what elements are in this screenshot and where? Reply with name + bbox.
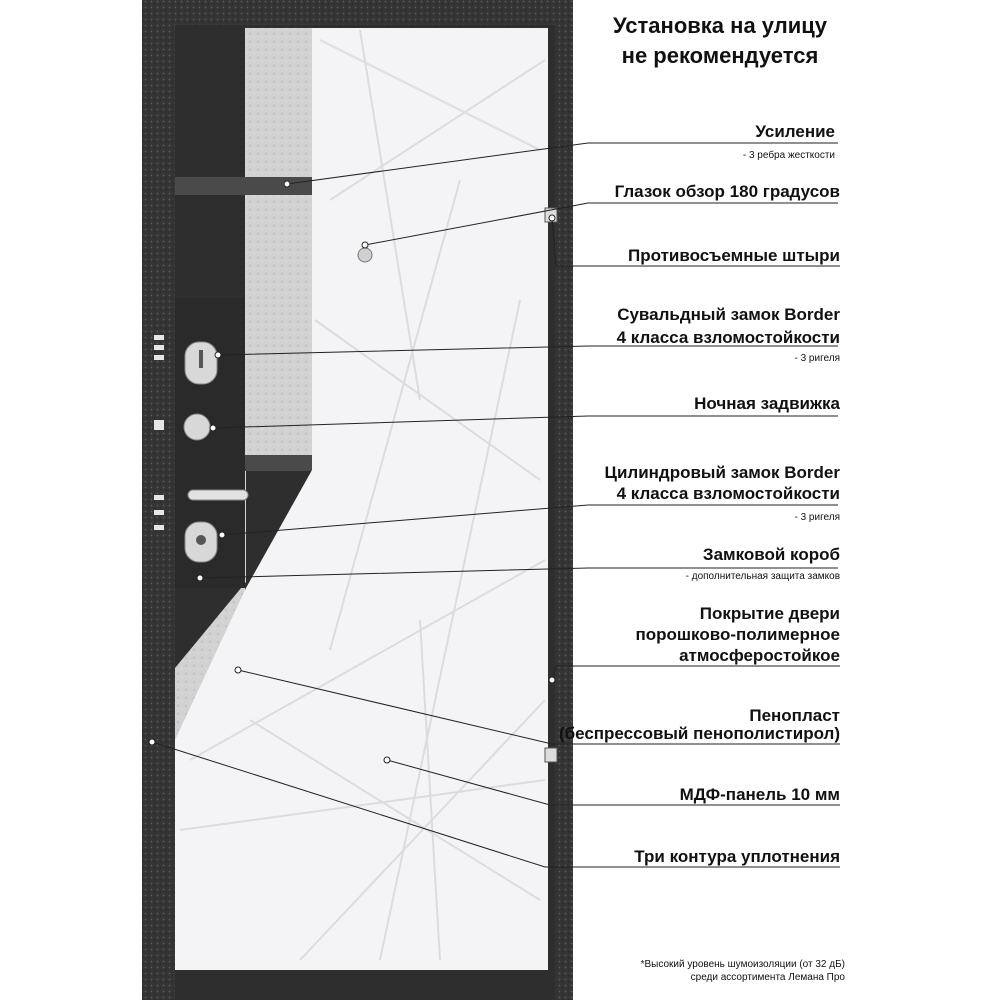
callout-mdf-title: МДФ-панель 10 мм xyxy=(679,785,840,804)
reinforcement-rib xyxy=(175,177,313,195)
leader-dot xyxy=(548,214,556,222)
leader-line xyxy=(221,504,838,536)
leader-dot xyxy=(196,574,204,582)
peephole xyxy=(357,247,373,263)
callout-cylinder-lock-title-1: Цилиндровый замок Border xyxy=(604,463,840,482)
callout-night-latch-title: Ночная задвижка xyxy=(694,394,840,413)
leader-lines xyxy=(148,142,840,868)
leader-dot xyxy=(234,666,242,674)
lever-lock-keyhole xyxy=(199,350,203,368)
leader-dot xyxy=(148,738,156,746)
callout-foam-title-1: Пенопласт xyxy=(749,706,840,725)
leader-line xyxy=(151,741,840,868)
leader-line xyxy=(551,217,840,267)
footnote-line-2: среди ассортимента Лемана Про xyxy=(690,972,845,983)
night-latch-knob xyxy=(183,413,211,441)
callout-seals-title: Три контура уплотнения xyxy=(634,847,840,866)
callout-pins-title: Противосъемные штыри xyxy=(628,246,840,265)
anti-removal-pin xyxy=(544,747,558,763)
callout-coating-title-3: атмосферостойкое xyxy=(679,646,840,665)
callout-reinforcement-sub: - 3 ребра жесткости xyxy=(742,150,835,161)
leader-dot xyxy=(383,756,391,764)
mdf-panel xyxy=(175,28,548,970)
leader-dot xyxy=(548,676,556,684)
callout-lever-lock-title-2: 4 класса взломостойкости xyxy=(616,328,840,347)
callout-lever-lock-sub: - 3 ригеля xyxy=(794,353,840,364)
callout-coating-title-1: Покрытие двери xyxy=(699,604,840,623)
lock-bolts xyxy=(154,335,164,530)
cylinder-keyhole xyxy=(196,535,206,545)
leader-line xyxy=(212,415,838,429)
door-handle xyxy=(187,489,249,501)
callout-cylinder-lock-sub: - 3 ригеля xyxy=(794,512,840,523)
header-line-1: Установка на улицу xyxy=(613,13,827,38)
callout-reinforcement-title: Усиление xyxy=(755,122,835,141)
leader-line xyxy=(199,567,838,579)
leader-line xyxy=(286,142,838,185)
callout-lever-lock-title-1: Сувальдный замок Border xyxy=(617,305,840,324)
leader-line xyxy=(364,202,838,246)
leader-line xyxy=(386,759,840,806)
callout-lock-box-sub: - дополнительная защита замков xyxy=(685,571,840,582)
callout-peephole-title: Глазок обзор 180 градусов xyxy=(614,182,840,201)
callout-lock-box-title: Замковой короб xyxy=(702,545,840,564)
leader-line xyxy=(237,669,840,745)
leader-dot xyxy=(214,351,222,359)
panel-decor-lines xyxy=(179,29,546,961)
leader-line xyxy=(551,665,840,681)
callout-coating-title-2: порошково-полимерное xyxy=(635,625,840,644)
leader-dot xyxy=(218,531,226,539)
callout-cylinder-lock-title-2: 4 класса взломостойкости xyxy=(616,484,840,503)
leader-dot xyxy=(209,424,217,432)
header-line-2: не рекомендуется xyxy=(621,43,819,68)
leader-line xyxy=(217,345,838,356)
leader-dot xyxy=(361,241,369,249)
footnote-line-1: *Высокий уровень шумоизоляции (от 32 дБ) xyxy=(640,959,845,970)
callout-foam-title-2: (беспрессовый пенополистирол) xyxy=(558,724,840,743)
leader-dot xyxy=(283,180,291,188)
